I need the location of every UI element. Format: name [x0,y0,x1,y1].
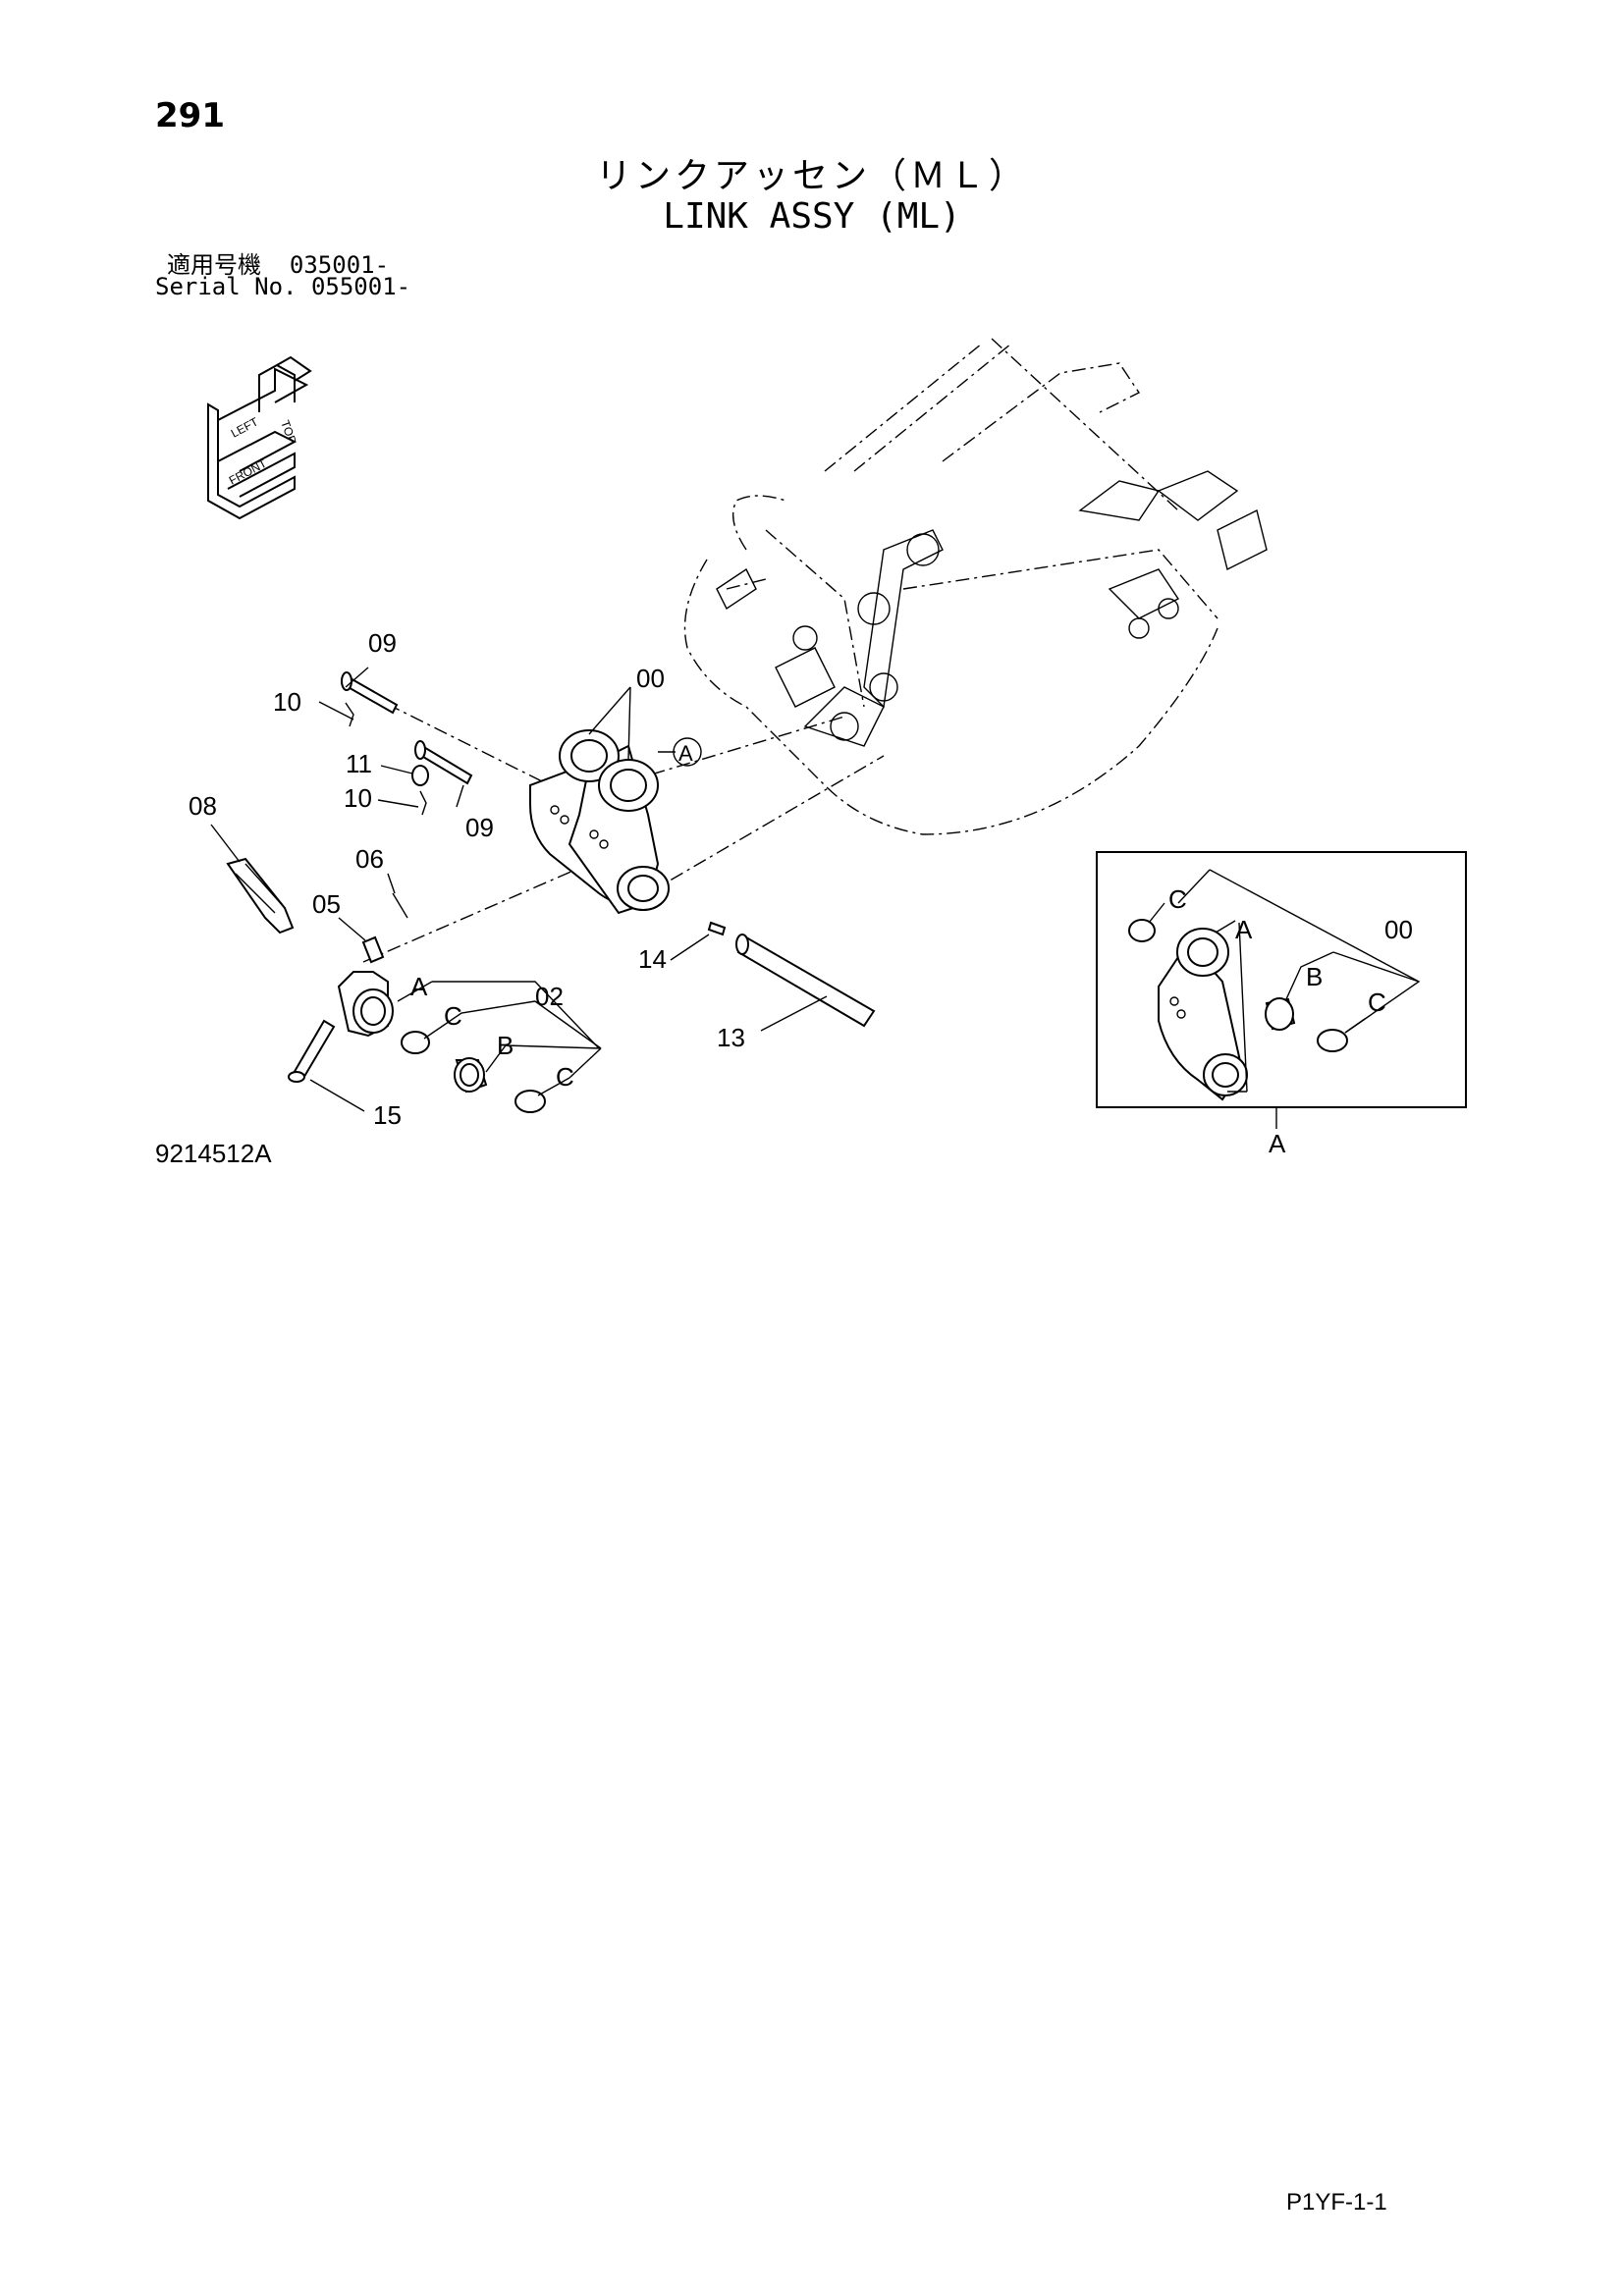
detail-leaders [1148,869,1421,1129]
link-assy-part [529,729,670,915]
callout-13: 13 [717,1023,745,1052]
callout-02: 02 [535,982,564,1011]
detail-link-part [1158,928,1248,1101]
page-number: 291 [155,96,225,135]
callout-a-circle: A [678,741,693,766]
detail-seal-c-lower [1317,1029,1348,1052]
bucket-outline [683,338,1268,835]
callout-b-main: B [497,1031,514,1060]
pin-15 [288,1019,336,1083]
pin-06 [392,892,408,919]
callout-circle-a [673,737,702,767]
callout-06: 06 [355,844,384,874]
detail-bushing-b [1265,997,1296,1031]
orientation-front-label: FRONT [227,456,270,488]
title-japanese: リンクアッセン（ＭＬ） [595,156,1028,196]
title-english: LINK ASSY (ML) [663,196,961,237]
callout-c-main-2: C [556,1062,574,1092]
serial-japanese: 適用号機 035001- [167,245,389,280]
orientation-top-label: TOP [278,418,299,446]
callout-05: 05 [312,889,341,919]
detail-a-panel: C A 00 B C A [1096,851,1467,1158]
fitting-14 [707,921,727,936]
detail-callout-b: B [1306,962,1323,991]
figure-number: 9214512A [155,1139,272,1168]
callout-14: 14 [638,944,667,974]
detail-callout-c1: C [1168,884,1187,914]
seal-c-lower [514,1090,546,1113]
serial-en-label: Serial No. [155,273,298,300]
serial-en-value: 055001- [310,273,411,300]
callout-10-upper: 10 [273,687,301,717]
serial-ja-value: 035001- [289,251,390,279]
serial-ja-label: 適用号機 [167,251,261,279]
callout-11: 11 [346,749,372,778]
fitting-05 [361,935,385,964]
orientation-left-label: LEFT [229,414,261,440]
washer-11 [411,765,429,786]
detail-seal-c-upper [1128,919,1156,942]
cotter-pin-10-upper [345,702,354,727]
callout-15: 15 [373,1100,402,1130]
detail-callout-00: 00 [1384,915,1413,944]
pin-09-lower [414,740,473,785]
detail-label-a: A [1269,1129,1286,1158]
callout-09-upper: 09 [368,628,397,658]
callout-c-main-1: C [444,1001,462,1031]
serial-english: Serial No. 055001- [155,273,410,300]
callout-09-lower: 09 [465,813,494,842]
callout-00: 00 [636,664,665,693]
callout-10-lower: 10 [344,783,372,813]
cotter-pin-10-lower [419,790,427,816]
callout-08: 08 [189,791,217,821]
detail-callout-a: A [1235,915,1253,944]
link-end-02 [337,971,394,1038]
callout-a-main: A [410,972,428,1001]
detail-callout-c2: C [1368,988,1386,1017]
grease-nipple-08 [226,857,295,934]
pin-09-upper [341,671,399,715]
pin-13 [735,934,876,1028]
centerline-link-lower [362,863,590,963]
footer-code: P1YF-1-1 [1286,2189,1387,2216]
seal-c-upper [401,1031,430,1054]
centerline-pin-to-bucket [647,755,885,894]
bushing-b [454,1057,488,1094]
leader-lines [210,667,828,1112]
orientation-icon: TOP FRONT LEFT [207,355,312,520]
